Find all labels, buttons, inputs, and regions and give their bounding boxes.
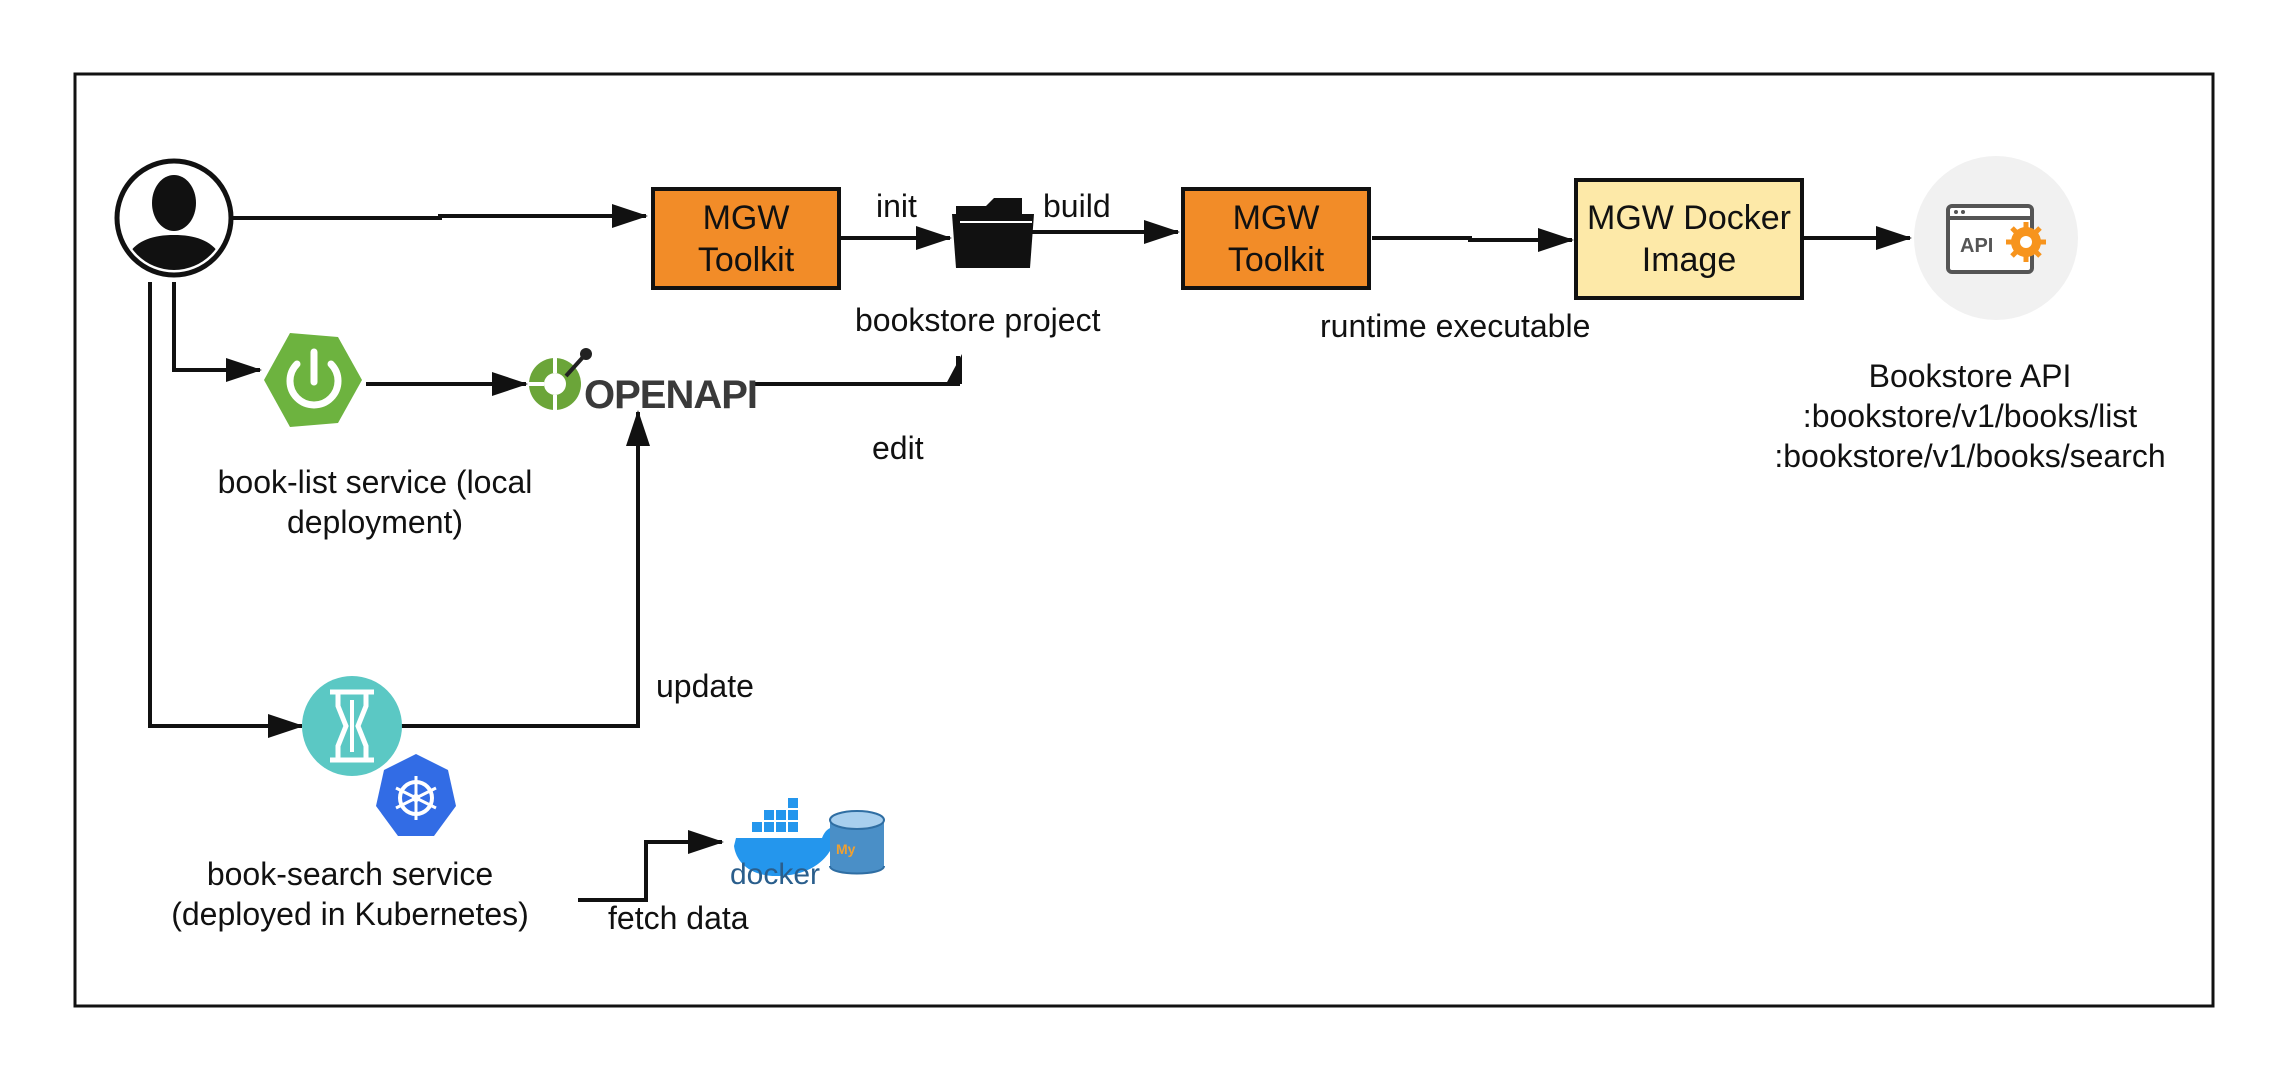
mgw-toolkit-box-build-line1: MGW (1232, 198, 1320, 237)
folder-icon (952, 198, 1034, 268)
edge-label-edit: edit (872, 430, 924, 466)
mysql-wordmark: My (836, 841, 856, 857)
book-search-service-icon (302, 676, 402, 776)
api-icon: API (1914, 156, 2078, 320)
edge-user-to-toolkit (232, 204, 648, 228)
edge-book-search-fetch-data (578, 830, 724, 902)
book-search-service-line2: (deployed in Kubernetes) (171, 896, 529, 932)
book-search-service-label: book-search service (deployed in Kuberne… (140, 854, 560, 934)
edge-label-build: build (1043, 188, 1111, 224)
user-icon (114, 158, 234, 278)
docker-logo: docker (730, 798, 838, 891)
bookstore-api-label: Bookstore API :bookstore/v1/books/list :… (1740, 356, 2200, 476)
openapi-logo: OPENAPI (529, 348, 758, 417)
spring-boot-logo (264, 333, 362, 427)
bookstore-api-endpoint-list: :bookstore/v1/books/list (1802, 398, 2138, 434)
edge-user-to-book-list (172, 282, 262, 382)
diagram-frame (73, 72, 2215, 1008)
edge-toolkit-to-docker-image (1372, 228, 1574, 252)
edge-openapi-edit-project (752, 354, 962, 386)
bookstore-project-label: bookstore project (855, 302, 1101, 338)
edge-book-search-update-openapi (400, 410, 650, 728)
mgw-toolkit-box-init-line1: MGW (702, 198, 790, 237)
bookstore-api-title: Bookstore API (1868, 358, 2072, 394)
mgw-docker-image-line2: Image (1641, 241, 1737, 279)
mysql-database-icon: My (829, 810, 885, 875)
edge-label-update: update (656, 668, 754, 704)
mgw-toolkit-box-init-line2: Toolkit (697, 240, 795, 279)
book-search-service-line1: book-search service (206, 856, 494, 892)
runtime-executable-label: runtime executable (1320, 308, 1591, 344)
openapi-wordmark: OPENAPI (584, 373, 757, 417)
edge-user-to-book-search (148, 282, 304, 738)
mgw-docker-image-line1: MGW Docker (1587, 199, 1791, 237)
book-list-service-line1: book-list service (local (217, 464, 533, 500)
mgw-toolkit-box-build-line2: Toolkit (1227, 240, 1325, 279)
bookstore-api-endpoint-search: :bookstore/v1/books/search (1774, 438, 2166, 474)
docker-wordmark: docker (730, 858, 820, 891)
book-list-service-line2: deployment) (286, 504, 464, 540)
book-list-service-label: book-list service (local deployment) (190, 462, 560, 542)
api-icon-text: API (1960, 235, 1993, 257)
kubernetes-logo (376, 754, 456, 836)
edge-label-init: init (876, 188, 917, 224)
edge-label-fetch-data: fetch data (608, 900, 749, 936)
